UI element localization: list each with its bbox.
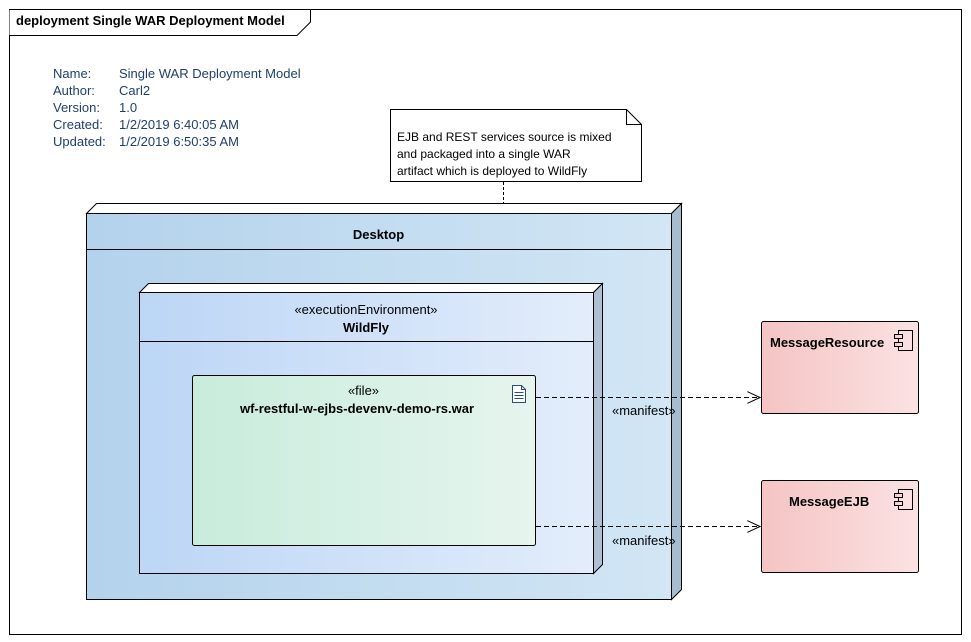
artifact-name: wf-restful-w-ejbs-devenv-demo-rs.war bbox=[239, 401, 475, 416]
component-messageejb bbox=[761, 480, 919, 573]
metadata-value: Carl2 bbox=[119, 83, 151, 98]
metadata-value: Single WAR Deployment Model bbox=[119, 66, 301, 81]
wildfly-stereotype: «executionEnvironment» bbox=[294, 302, 438, 317]
component-icon bbox=[894, 330, 913, 351]
wildfly-name: WildFly bbox=[342, 320, 390, 335]
document-icon bbox=[512, 385, 526, 403]
note-fold bbox=[626, 109, 642, 125]
note-box bbox=[390, 109, 642, 182]
desktop-node-name: Desktop bbox=[352, 227, 405, 242]
note-line: EJB and REST services source is mixed bbox=[397, 130, 612, 144]
metadata-value: 1/2/2019 6:50:35 AM bbox=[119, 134, 239, 149]
metadata-label: Name: bbox=[53, 66, 92, 81]
metadata-value: 1.0 bbox=[119, 100, 138, 115]
frame-title-tab bbox=[9, 9, 311, 36]
component-icon bbox=[894, 489, 913, 510]
war-artifact bbox=[192, 375, 536, 546]
component-messageresource bbox=[761, 321, 919, 414]
metadata-label: Author: bbox=[53, 83, 95, 98]
component-name: MessageResource bbox=[770, 335, 885, 350]
relation-label: «manifest» bbox=[612, 403, 676, 418]
artifact-stereotype: «file» bbox=[347, 383, 380, 398]
relation-label: «manifest» bbox=[612, 533, 676, 548]
wildfly-node-top bbox=[138, 283, 604, 293]
note-line: and packaged into a single WAR bbox=[397, 147, 571, 161]
note-line: artifact which is deployed to WildFly bbox=[397, 164, 588, 178]
metadata-label: Created: bbox=[53, 117, 103, 132]
component-name: MessageEJB bbox=[789, 494, 870, 509]
metadata-label: Updated: bbox=[53, 134, 106, 149]
wildfly-node-side bbox=[593, 282, 603, 575]
metadata-value: 1/2/2019 6:40:05 AM bbox=[119, 117, 239, 132]
metadata-label: Version: bbox=[53, 100, 100, 115]
diagram-title: deployment Single WAR Deployment Model bbox=[16, 13, 285, 28]
desktop-node-top bbox=[85, 203, 683, 214]
